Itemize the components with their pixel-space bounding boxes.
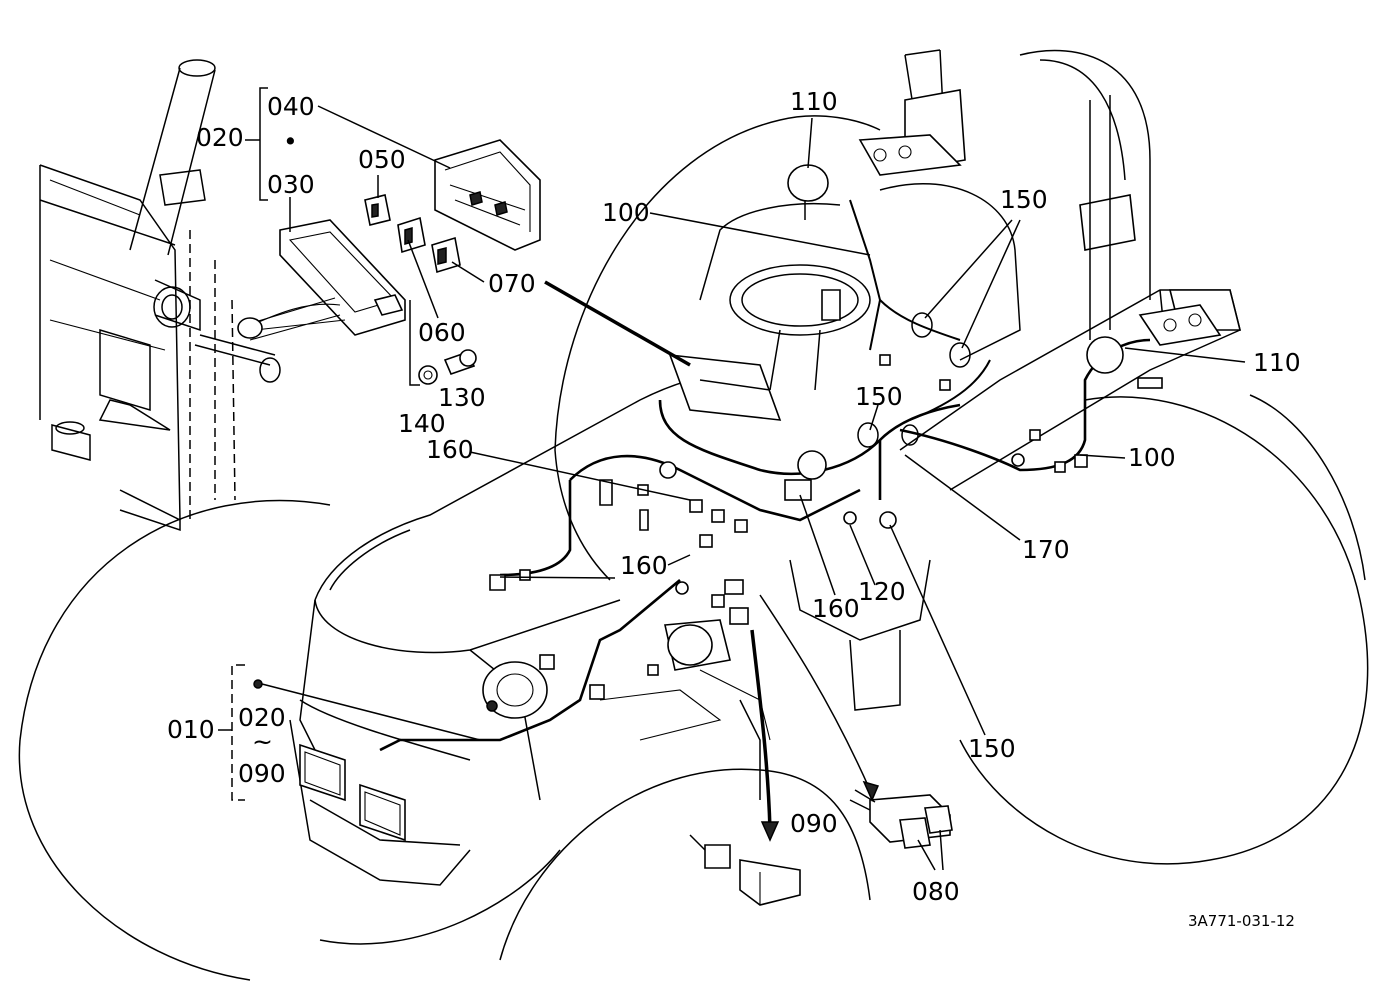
callout-040: 040 (267, 92, 315, 121)
front-right-wheel (499, 768, 871, 961)
callout-100-top: 100 (602, 198, 650, 227)
callout-050: 050 (358, 145, 406, 174)
work-lamps (787, 134, 1222, 346)
callout-030: 030 (267, 170, 315, 199)
callout-150-bottom: 150 (968, 734, 1016, 763)
connector-cover-040 (434, 139, 541, 251)
leader-lines (218, 87, 1246, 871)
relay-090 (689, 834, 801, 906)
callout-090-range: 090 (238, 759, 286, 788)
headlights (299, 743, 406, 842)
callout-090: 090 (790, 809, 838, 838)
dashboard-and-steering (668, 202, 871, 421)
callout-080: 080 (912, 877, 960, 906)
callout-140: 140 (398, 409, 446, 438)
cable-ties (857, 312, 971, 448)
callout-160-mid: 160 (620, 551, 668, 580)
tractor-illustration (18, 49, 1369, 981)
engine-components (482, 619, 771, 741)
reference-dot (253, 679, 263, 689)
callout-130: 130 (438, 383, 486, 412)
callout-020-top: 020 (196, 123, 244, 152)
callout-labels: 040 • 020 030 050 070 060 130 140 160 16… (167, 87, 1301, 930)
rear-right-wheel (959, 49, 1369, 865)
callout-range-tilde: ~ (252, 727, 273, 756)
callout-bullet: • (283, 127, 298, 156)
callout-160-bottom: 160 (812, 594, 860, 623)
callout-010: 010 (167, 715, 215, 744)
callout-110-top: 110 (790, 87, 838, 116)
callout-120: 120 (858, 577, 906, 606)
callout-070: 070 (488, 269, 536, 298)
frame-structure (39, 59, 281, 532)
relay-080 (849, 789, 953, 849)
grommet-140-bolt-130 (418, 349, 477, 385)
callout-170: 170 (1022, 535, 1070, 564)
front-left-wheel (18, 499, 561, 981)
fuse-box-030 (237, 219, 406, 341)
rear-left-wheel (554, 115, 881, 581)
callout-160-top: 160 (426, 435, 474, 464)
callout-150-mid: 150 (855, 382, 903, 411)
callout-110-right: 110 (1253, 348, 1301, 377)
drawing-number: 3A771-031-12 (1188, 912, 1295, 930)
harness-connectors (489, 336, 1163, 676)
callout-020-range: 020 (238, 703, 286, 732)
callout-150-top: 150 (1000, 185, 1048, 214)
callout-100-right: 100 (1128, 443, 1176, 472)
callout-060: 060 (418, 318, 466, 347)
